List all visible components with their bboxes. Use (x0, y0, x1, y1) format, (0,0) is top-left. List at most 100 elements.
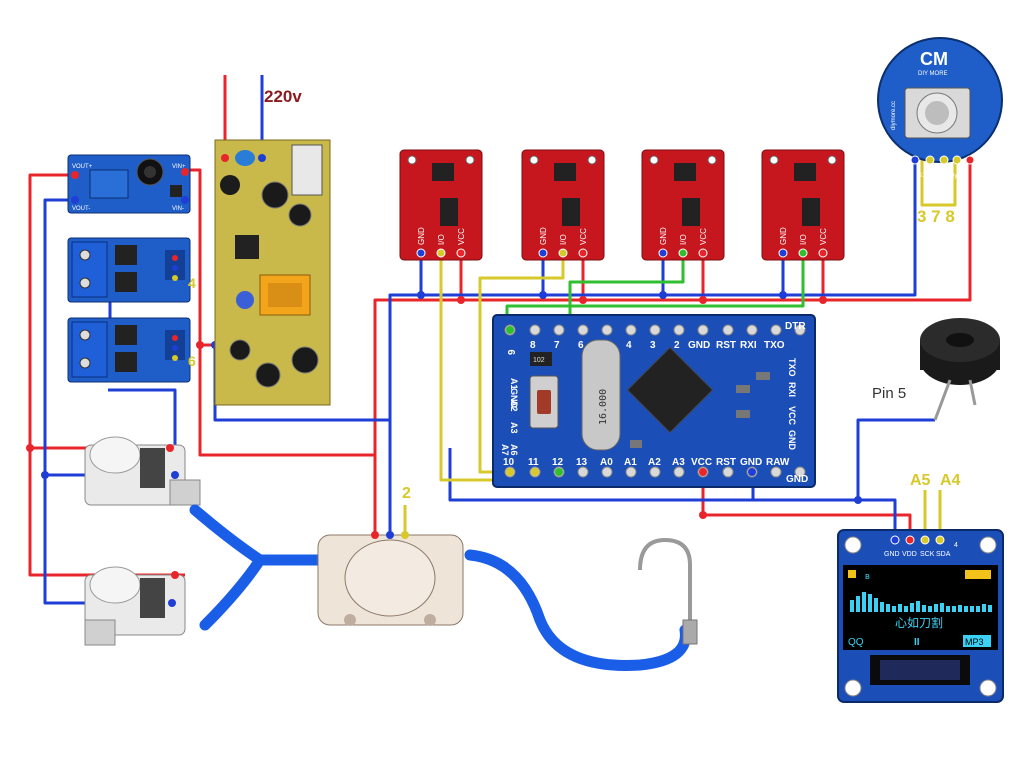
arduino-bottom-labels: 10 11 12 13 A0 A1 A2 A3 VCC RST GND RAW … (503, 457, 808, 485)
pin-label: A1 (624, 457, 637, 468)
touch-sensor-1: GND I/O VCC (399, 149, 483, 261)
mosfet-module-2: 6 (67, 317, 196, 383)
pin-label: 11 (528, 457, 539, 468)
flow-sensor: 2 (317, 485, 464, 626)
flow-sensor-pin-label: 2 (402, 485, 411, 502)
arduino-right-labels: TXO RXI VCC GND (787, 358, 797, 451)
faucet (638, 537, 698, 645)
encoder-s2-label: S2 (933, 173, 941, 179)
pin-label: A7 (500, 444, 510, 456)
encoder-s1-label: S1 (918, 173, 926, 179)
wire-blue-gnd-rail (388, 160, 917, 535)
oled-pin-sck: SCK (920, 551, 935, 558)
touch2-gnd-label: GND (539, 227, 548, 245)
tube-valve2 (199, 554, 266, 631)
oled-song-title: 心如刀割 (895, 615, 943, 630)
touch-sensor-3: GND I/O VCC (641, 149, 725, 261)
pin-label: 3 (650, 340, 656, 351)
pin-label: 10 (503, 457, 515, 468)
boost-converter-module: VOUT+ VOUT- VIN+ VIN- (67, 154, 191, 214)
oled-pause-icon: II (914, 637, 920, 648)
wire-yellow-encoder (920, 160, 957, 207)
pin-label: DTR (785, 321, 806, 332)
pin-label: 13 (576, 457, 588, 468)
oled-sck-pin-label: A5 (910, 472, 931, 489)
touch2-io-label: I/O (559, 234, 568, 245)
oled-right-tag: MP3 (965, 637, 984, 647)
encoder-gnd-label: GND (898, 149, 904, 163)
arduino-chip-label: 102 (533, 357, 545, 364)
arduino-crystal-label: 16.000 (598, 389, 609, 425)
pin-label: VCC (787, 406, 797, 426)
oled-pin-vdd: VDD (902, 551, 917, 558)
wire-red-vcc-rail (373, 160, 972, 535)
pin-label: 9 (507, 349, 518, 355)
pin-label: 2 (674, 340, 680, 351)
arduino-pro-mini: 9 8 7 6 5 4 3 2 GND RST RXI TXO DTR GND … (492, 314, 816, 488)
pin-label: RXI (740, 340, 757, 351)
pin-label: A2 (648, 457, 661, 468)
touch3-io-label: I/O (679, 234, 688, 245)
encoder-site: diymore.cc (891, 101, 897, 130)
solenoid-valve-2 (84, 566, 186, 646)
pin-label: RXI (787, 382, 797, 397)
oled-equalizer (850, 592, 992, 612)
pin-label: A3 (509, 422, 519, 434)
power-in-label: 220v (264, 87, 302, 106)
solenoid-valve-1 (84, 436, 201, 506)
touch1-gnd-label: GND (417, 227, 426, 245)
pin-label: VCC (691, 457, 712, 468)
mosfet1-pin-label: 4 (188, 275, 196, 291)
encoder-pins-label: 3 7 8 (917, 207, 955, 226)
mosfet-module-1: 4 (67, 237, 196, 303)
touch4-io-label: I/O (799, 234, 808, 245)
encoder-brand: CM (920, 49, 948, 69)
touch3-vcc-label: VCC (699, 228, 708, 245)
tube-to-faucet (464, 549, 691, 671)
encoder-subbrand: DIY MORE (918, 71, 948, 77)
buzzer-pin-label: Pin 5 (872, 385, 906, 402)
encoder-5v-label: 5V (980, 161, 987, 167)
acdc-power-supply: 220v (214, 87, 331, 406)
pin-label: RST (716, 340, 736, 351)
pin-label: A0 (600, 457, 613, 468)
pin-label: 7 (554, 340, 560, 351)
boost-vout-minus-label: VOUT- (72, 206, 90, 212)
pin-label: GND (509, 388, 519, 409)
touch2-vcc-label: VCC (579, 228, 588, 245)
pin-label: A6 (509, 444, 519, 456)
wire-red-power-to-arduino (198, 345, 375, 457)
pin-label: RAW (766, 457, 790, 468)
pin-label: 6 (578, 340, 584, 351)
touch1-vcc-label: VCC (457, 228, 466, 245)
pin-label: A2 (509, 400, 519, 412)
touch-sensor-2: GND I/O VCC (521, 149, 605, 261)
rotary-encoder-module: CM DIY MORE diymore.cc GND S1 S2 Key 5V … (877, 37, 1003, 226)
bluetooth-icon: ʙ (865, 571, 870, 581)
pin-label: A1 (509, 378, 519, 390)
encoder-key-label: Key (947, 173, 957, 179)
water-tubes (189, 504, 691, 671)
pin-label: GND (787, 430, 797, 451)
pin-label: TXO (787, 358, 797, 377)
wire-red-oled-vdd (701, 472, 912, 540)
arduino-left-labels: GND A1 A2 A3 A6 A7 (500, 378, 519, 456)
mosfet2-pin-label: 6 (188, 353, 196, 369)
touch4-gnd-label: GND (779, 227, 788, 245)
touch-sensor-4: GND I/O VCC (761, 149, 845, 261)
oled-pin-sda: SDA (936, 551, 951, 558)
boost-vout-plus-label: VOUT+ (72, 164, 93, 170)
touch4-vcc-label: VCC (819, 228, 828, 245)
boost-vin-minus-label: VIN- (172, 206, 184, 212)
pin-label: TXO (764, 340, 785, 351)
pin-label: 12 (552, 457, 564, 468)
pin-label: GND (688, 340, 710, 351)
pin-label: 4 (626, 340, 632, 351)
pin-label: GND (786, 474, 808, 485)
pin-label: A3 (672, 457, 685, 468)
junction-dots (26, 291, 862, 519)
touch3-gnd-label: GND (659, 227, 668, 245)
oled-pin-gnd: GND (884, 551, 900, 558)
